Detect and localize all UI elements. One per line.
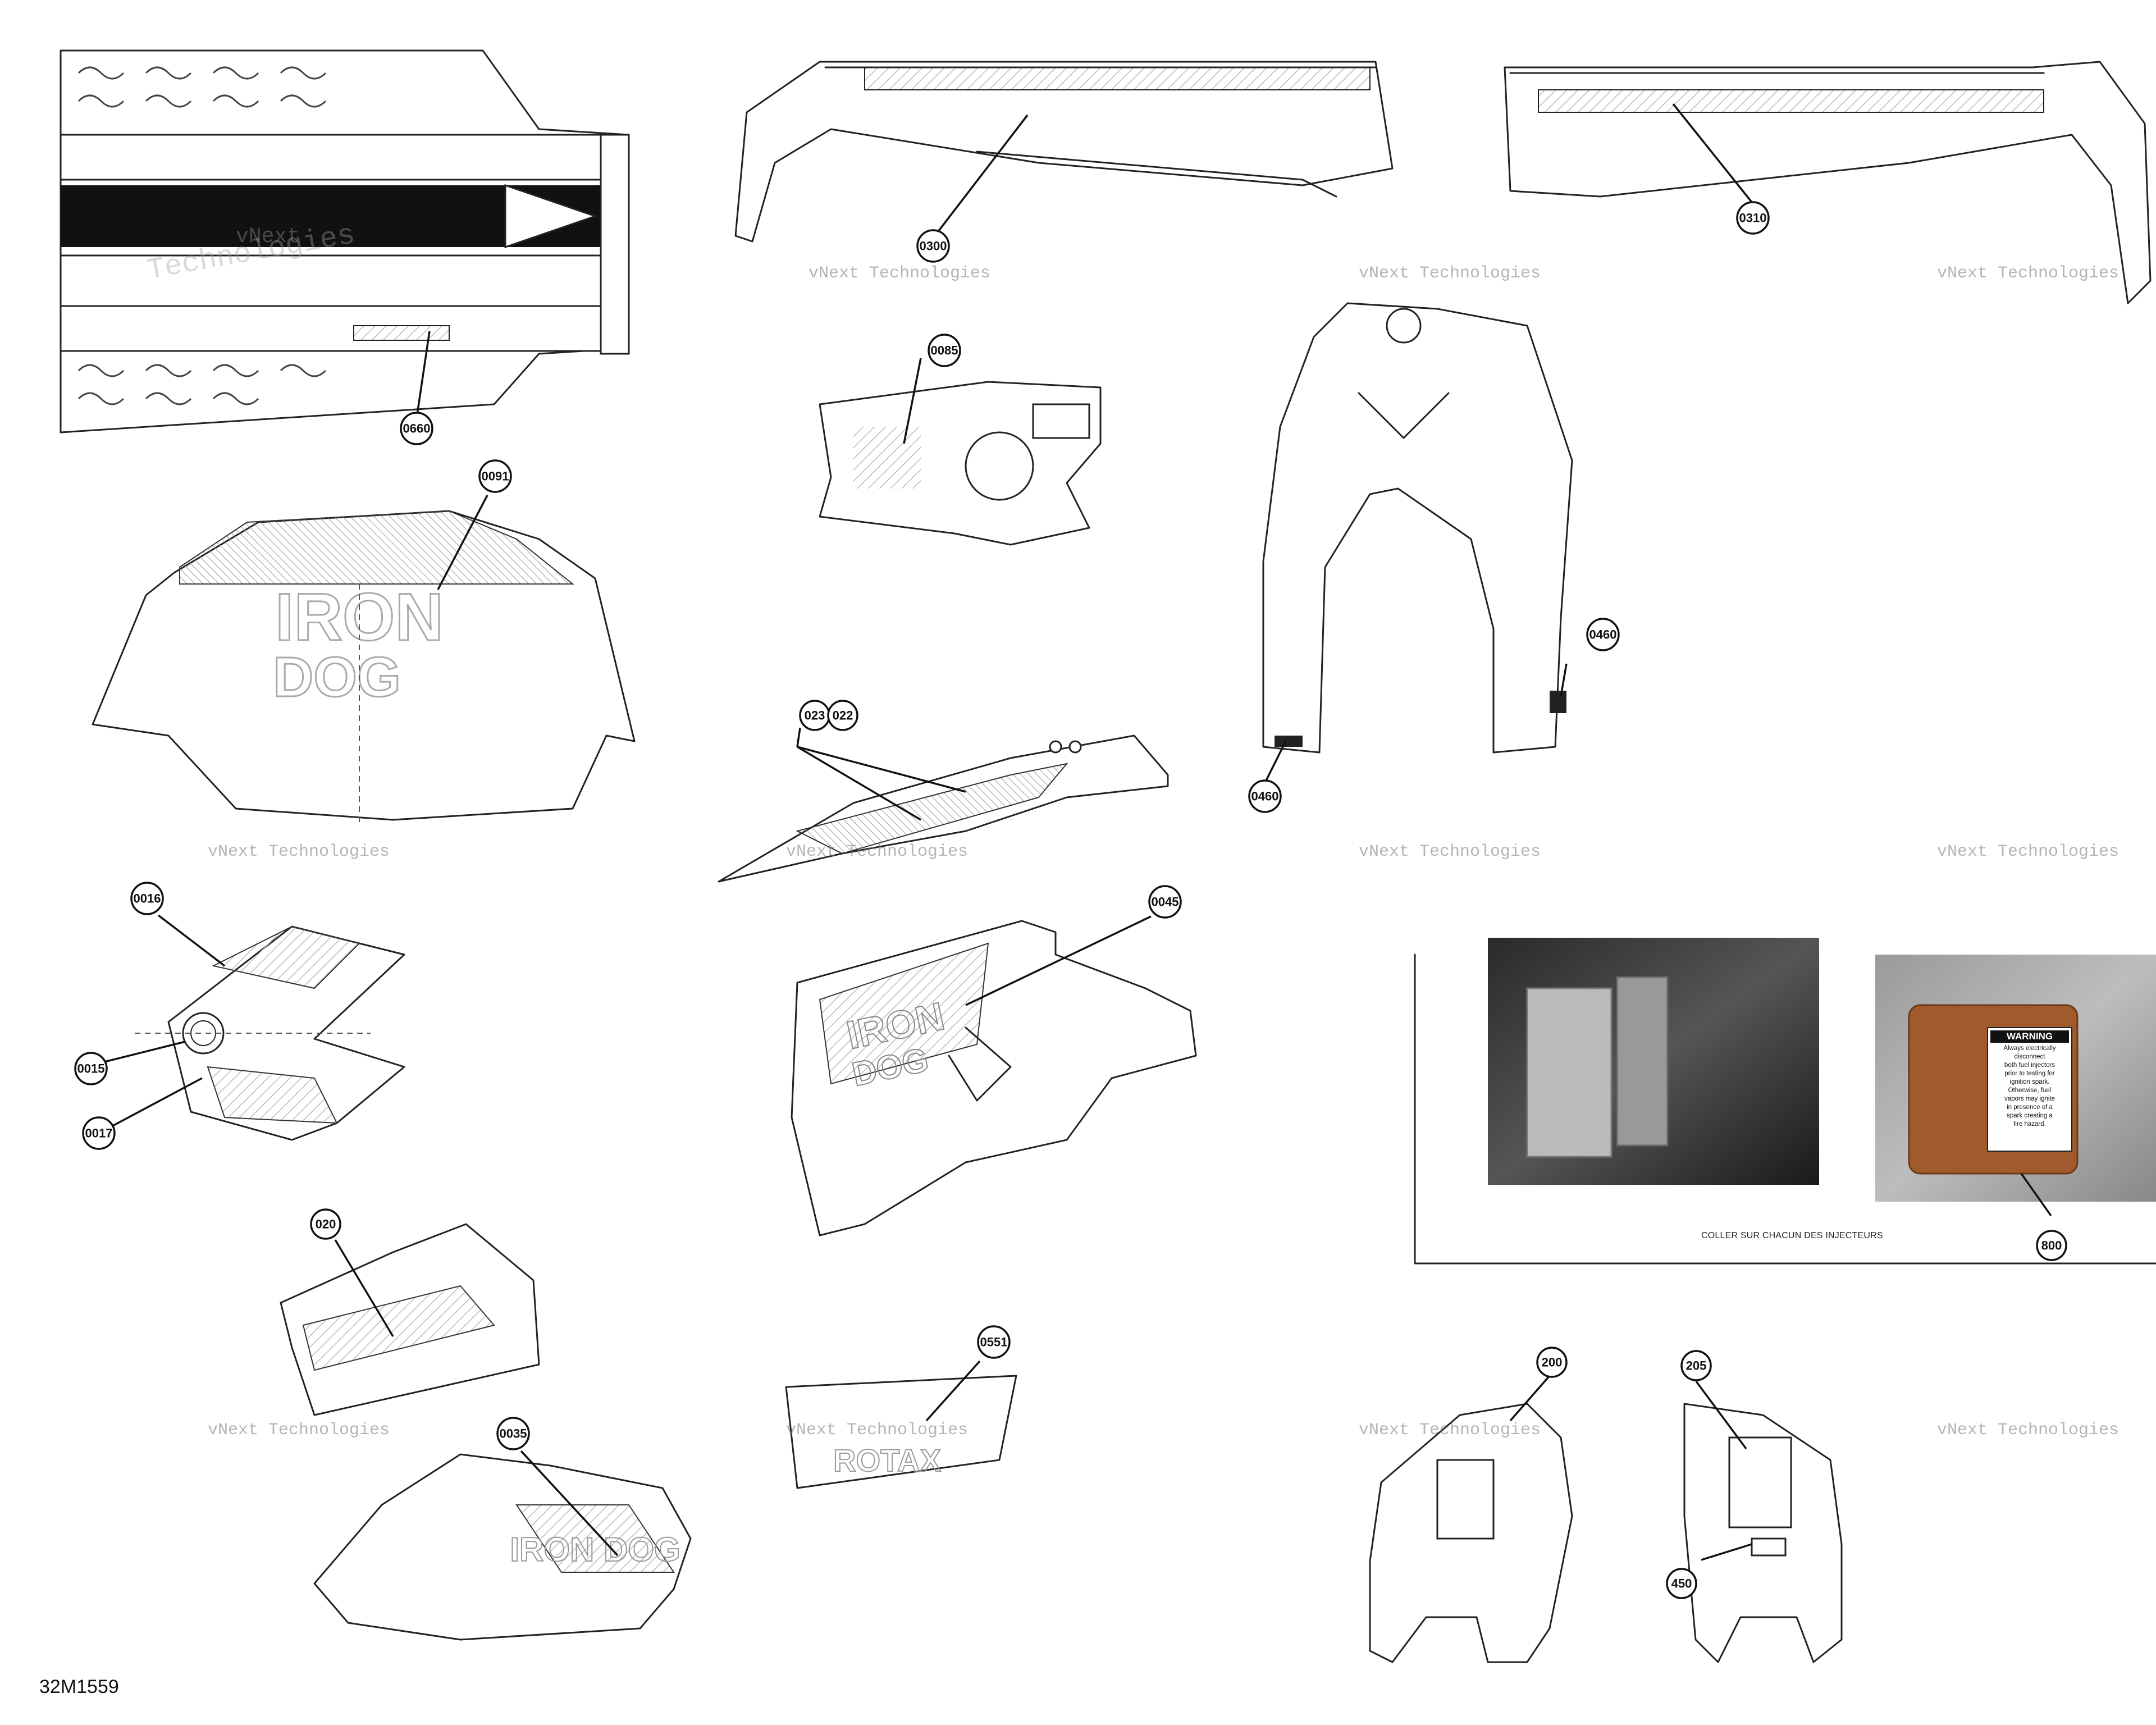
right-side-rail [1504,61,2152,304]
svg-text:IRON DOG: IRON DOG [510,1531,680,1568]
console-panel [819,381,1102,546]
side-panel-0045: IRON DOG [791,920,1197,1236]
callout-022[interactable]: 022 [827,700,858,731]
warning-label-line: both fuel injectors [2004,1062,2055,1069]
callout-020[interactable]: 020 [310,1208,341,1240]
side-panel-200 [1369,1403,1573,1663]
svg-text:0460: 0460 [1589,628,1617,642]
warning-label-line: spark creating a [2007,1112,2053,1119]
svg-text:0091: 0091 [482,469,509,483]
svg-text:020: 020 [316,1217,336,1231]
svg-text:205: 205 [1686,1359,1707,1373]
svg-text:0551: 0551 [980,1335,1008,1349]
callout-800[interactable]: 800 [2036,1230,2067,1261]
decal-0551: ROTAX [785,1375,1017,1489]
callout-0045[interactable]: 0045 [1148,885,1182,919]
leader-lines [95,103,2052,1561]
svg-text:0016: 0016 [134,892,161,906]
warning-label-line: in presence of a [2007,1104,2053,1111]
callout-0015[interactable]: 0015 [74,1052,108,1085]
svg-text:0310: 0310 [1739,211,1767,225]
side-panel-022-023 [718,734,1169,883]
side-decal-020 [280,1223,540,1416]
warning-label-line: disconnect [2014,1053,2045,1060]
svg-text:0017: 0017 [85,1126,113,1140]
warning-label-line: Always electrically [2003,1045,2056,1052]
callout-0085[interactable]: 0085 [928,334,961,367]
callout-0016[interactable]: 0016 [130,882,164,915]
callout-200[interactable]: 200 [1536,1347,1568,1378]
callout-0091[interactable]: 0091 [478,459,512,493]
injector-instruction: COLLER SUR CHACUN DES INJECTEURS [1701,1231,1883,1240]
svg-text:200: 200 [1542,1356,1563,1370]
warning-label-line: prior to testing for [2004,1070,2055,1077]
callout-205[interactable]: 205 [1680,1350,1712,1381]
callouts: 0660 0300 0310 0085 0091 0460 0460 023 0… [74,201,2067,1599]
diagram-number: 32M1559 [39,1676,119,1697]
injector-photo-box [1414,938,2156,1265]
svg-text:0300: 0300 [920,239,947,253]
svg-text:0460: 0460 [1251,790,1279,804]
nose-pan [1262,302,1573,754]
tunnel-top-view [60,49,630,433]
callout-0017[interactable]: 0017 [82,1116,116,1150]
warning-label-line: fire hazard. [2013,1121,2046,1128]
svg-text:0085: 0085 [931,344,958,358]
warning-label-line: Otherwise, fuel [2008,1087,2052,1094]
warning-label-title: WARNING [1990,1030,2069,1043]
svg-text:023: 023 [805,709,825,723]
svg-text:0035: 0035 [500,1427,527,1441]
svg-text:022: 022 [833,709,853,723]
svg-text:450: 450 [1671,1577,1692,1591]
hood-side-0035: IRON DOG [313,1453,692,1641]
callout-450[interactable]: 450 [1666,1568,1697,1599]
svg-text:0660: 0660 [403,422,431,436]
svg-text:DOG: DOG [273,646,401,709]
gauge-panel [135,925,405,1141]
callout-0300[interactable]: 0300 [916,229,950,263]
callout-023[interactable]: 023 [799,700,830,731]
callout-0460-right[interactable]: 0460 [1586,618,1620,651]
svg-text:0045: 0045 [1152,895,1179,909]
svg-text:800: 800 [2041,1239,2062,1253]
warning-label-line: vapors may ignite [2004,1096,2055,1102]
callout-0310[interactable]: 0310 [1736,201,1770,235]
svg-text:ROTAX: ROTAX [833,1443,941,1478]
side-panel-205 [1683,1403,1843,1663]
callout-0035[interactable]: 0035 [496,1417,530,1450]
hood-front: IRON DOG [92,510,636,825]
callout-0551[interactable]: 0551 [977,1325,1011,1359]
left-side-rail [734,61,1394,243]
warning-label-line: ignition spark. [2009,1079,2050,1085]
callout-0460-left[interactable]: 0460 [1248,779,1282,813]
svg-text:0015: 0015 [77,1062,105,1076]
callout-0660[interactable]: 0660 [400,412,433,445]
